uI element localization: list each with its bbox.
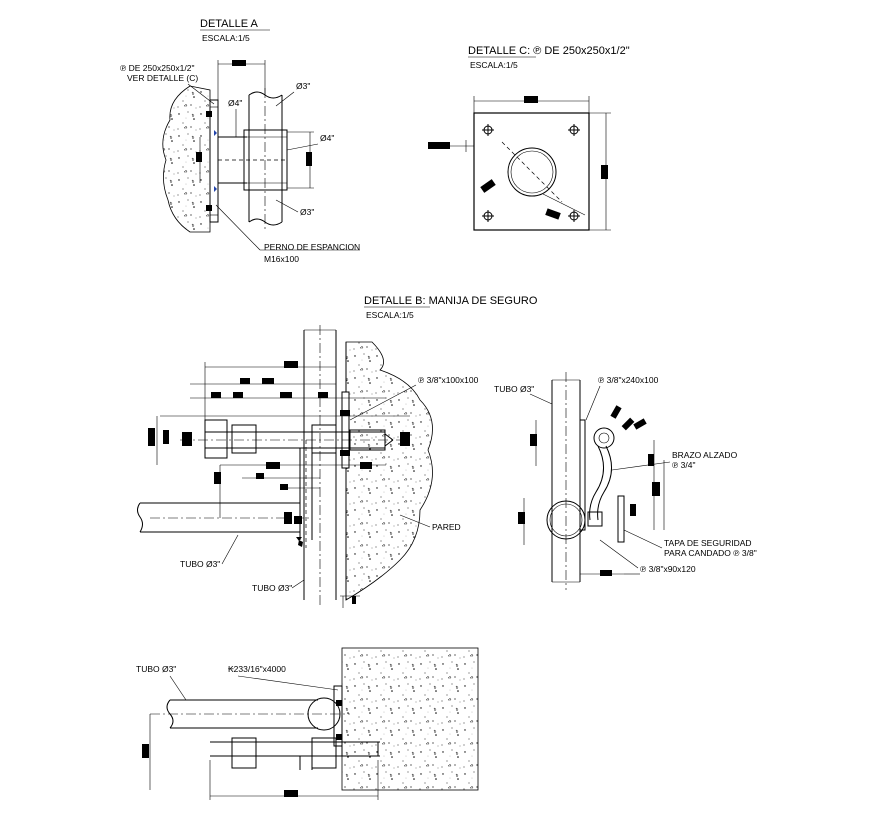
detalle-b: DETALLE B: MANIJA DE SEGURO ESCALA:1/5 (137, 295, 538, 608)
bolt-label-a2: M16x100 (264, 254, 299, 264)
bolt-label-a1: PERNO DE ESPANCION (264, 242, 360, 252)
dia-4-label-b: Ø4" (320, 133, 334, 143)
detalle-a-title: DETALLE A (200, 18, 259, 30)
detalle-a: DETALLE A ESCALA:1/5 (120, 18, 360, 264)
tapa-label-1: TAPA DE SEGURIDAD (664, 538, 752, 548)
detalle-b-title: DETALLE B: MANIJA DE SEGURO (364, 295, 538, 307)
wall-plate-b (341, 391, 350, 469)
dia-3-bottom-label: Ø3" (300, 207, 314, 217)
sleeve-a (243, 129, 288, 191)
bar-d-label: ₭233/16"x4000 (228, 664, 286, 674)
detalle-c: DETALLE C: ℗ DE 250x250x1/2" ESCALA:1/5 (428, 45, 630, 231)
detalle-c-scale: ESCALA:1/5 (470, 60, 518, 70)
detalle-b-scale: ESCALA:1/5 (366, 310, 414, 320)
side-plate-90-label: ℗ 3/8"x90x120 (640, 564, 696, 574)
detalle-a-scale: ESCALA:1/5 (202, 33, 250, 43)
concrete-wall-a (162, 85, 211, 233)
concrete-block-d (341, 647, 479, 791)
detalle-d: TUBO Ø3" ₭233/16"x4000 (136, 647, 479, 800)
dia-4-label-a: Ø4" (228, 98, 242, 108)
detalle-c-title: DETALLE C: ℗ DE 250x250x1/2" (468, 45, 630, 57)
side-tubo-label: TUBO Ø3" (494, 384, 534, 394)
side-plate-240-label: ℗ 3/8"x240x100 (598, 375, 659, 385)
detalle-b-side: TUBO Ø3" ℗ 3/8"x240x100 BRAZO ALZADO ℗ 3… (494, 372, 757, 590)
brazo-label-1: BRAZO ALZADO (672, 450, 738, 460)
pared-label: PARED (432, 522, 461, 532)
base-plate-a (209, 99, 219, 223)
tubo-center-label: TUBO Ø3" (252, 583, 292, 593)
dia-3-top-label: Ø3" (296, 81, 310, 91)
tubo-d-label: TUBO Ø3" (136, 664, 176, 674)
plate-label-a1: ℗ DE 250x250x1/2" (120, 63, 195, 73)
plate-100-label: ℗ 3/8"x100x100 (418, 375, 479, 385)
tapa-label-2: PARA CANDADO ℗ 3/8" (664, 548, 757, 558)
tubo-left-label: TUBO Ø3" (180, 559, 220, 569)
brazo-label-2: ℗ 3/4" (672, 460, 695, 470)
concrete-wall-b (345, 341, 433, 601)
plate-label-a2: VER DETALLE (C) (127, 73, 198, 83)
base-plate-c (473, 112, 590, 231)
